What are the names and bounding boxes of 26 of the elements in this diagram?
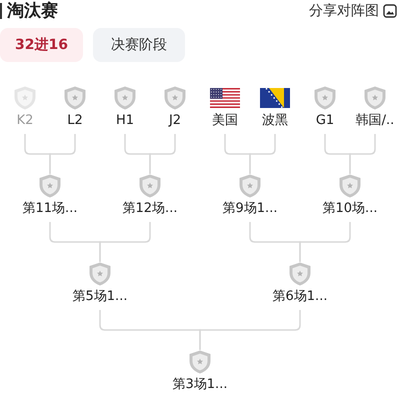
tab: 32进16 <box>0 28 83 62</box>
tab: 决赛阶段 <box>92 28 185 62</box>
bracket-line <box>99 222 151 262</box>
match-name: 第10场... <box>322 202 378 216</box>
team-name: K2 <box>16 114 34 128</box>
team-name: L2 <box>67 114 83 128</box>
page-title: 淘汰赛 <box>7 0 58 22</box>
bracket-line <box>49 134 76 174</box>
bracket-line <box>199 310 301 350</box>
match-name: 第12场... <box>122 202 178 216</box>
bracket-line <box>299 222 351 262</box>
match-name: 第9场1... <box>222 202 278 216</box>
team-name: H1 <box>116 114 134 128</box>
bracket-line <box>349 134 376 174</box>
team-name: 美国 <box>212 114 238 128</box>
team-name: 波黑 <box>262 114 288 128</box>
team-name: G1 <box>316 114 334 128</box>
match-name: 第6场1... <box>272 290 328 304</box>
match-name: 第5场1... <box>72 290 128 304</box>
bracket-line <box>149 134 176 174</box>
match-name: 第11场... <box>22 202 78 216</box>
share-button: 分享对阵图 <box>309 1 397 21</box>
bracket-line <box>249 134 276 174</box>
team-name: 韩国/.. <box>356 114 394 128</box>
team-name: J2 <box>168 114 182 128</box>
match-name: 第3场1... <box>172 378 228 392</box>
